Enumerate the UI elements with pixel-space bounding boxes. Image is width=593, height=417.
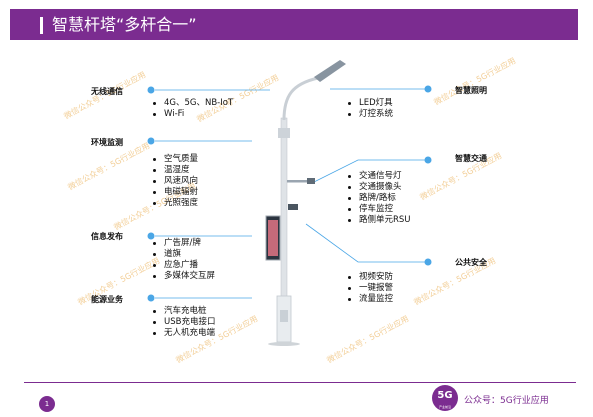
list-item: 一键报警 (347, 283, 393, 294)
category-environment-label: 环境监测 (91, 138, 123, 147)
connector-dot (424, 85, 432, 93)
lamp-arm (282, 76, 319, 121)
list-item: 风速风向 (152, 176, 198, 187)
category-info-label: 信息发布 (91, 232, 123, 241)
list-item: 路牌/路标 (347, 193, 411, 204)
list-item: 灯控系统 (347, 109, 393, 120)
category-wireless-list: 4G、5G、NB-IoT Wi-Fi (152, 98, 233, 120)
category-environment-list: 空气质量 温湿度 风速风向 电磁辐射 光照强度 (152, 154, 198, 209)
pole-shaft (280, 117, 288, 311)
header-accent-bar (40, 17, 43, 34)
list-item: 流量监控 (347, 294, 393, 305)
connector-dot (147, 294, 155, 302)
page-title: 智慧杆塔“多杆合一” (52, 15, 197, 34)
list-item: 光照强度 (152, 198, 198, 209)
camera-icon (307, 178, 315, 184)
list-item: 应急广播 (152, 260, 215, 271)
category-traffic-label: 智慧交通 (455, 154, 487, 163)
list-item: 多媒体交互屏 (152, 271, 215, 282)
connector-dot (147, 137, 155, 145)
list-item: LED灯具 (347, 98, 393, 109)
category-energy-label: 能源业务 (91, 295, 123, 304)
category-safety-label: 公共安全 (455, 258, 487, 267)
connector-dot (147, 232, 155, 240)
list-item: 广告屏/牌 (152, 238, 215, 249)
list-item: 视频安防 (347, 272, 393, 283)
category-traffic-list: 交通信号灯 交通摄像头 路牌/路标 停车监控 路侧单元RSU (347, 171, 411, 226)
list-item: 无人机充电端 (152, 328, 215, 339)
list-item: 电磁辐射 (152, 187, 198, 198)
header-banner: 智慧杆塔“多杆合一” (10, 9, 578, 40)
smart-pole-illustration (265, 60, 346, 346)
connector-dot (424, 156, 432, 164)
footer-account-text: 公众号：5G行业应用 (464, 396, 549, 406)
page-number: 1 (39, 396, 55, 412)
category-wireless-label: 无线通信 (91, 87, 123, 96)
camera-arm (287, 180, 309, 183)
list-item: 温湿度 (152, 165, 198, 176)
list-item: 交通摄像头 (347, 182, 411, 193)
charging-port (280, 310, 288, 322)
connector-lines (155, 88, 425, 299)
list-item: 4G、5G、NB-IoT (152, 98, 233, 109)
category-energy-list: 汽车充电桩 USB充电接口 无人机充电端 (152, 306, 215, 339)
connector-dot (424, 258, 432, 266)
category-info-list: 广告屏/牌 道旗 应急广播 多媒体交互屏 (152, 238, 215, 282)
list-item: Wi-Fi (152, 109, 233, 120)
category-safety-list: 视频安防 一键报警 流量监控 (347, 272, 393, 305)
list-item: USB充电接口 (152, 317, 215, 328)
5g-logo-icon: 5G (432, 385, 458, 411)
connector-line (305, 223, 425, 263)
list-item: 路侧单元RSU (347, 215, 411, 226)
list-item: 汽车充电桩 (152, 306, 215, 317)
lamp-head (314, 60, 346, 82)
list-item: 空气质量 (152, 154, 198, 165)
footer-divider (24, 382, 576, 383)
antenna-module (278, 128, 290, 138)
category-lighting-label: 智慧照明 (455, 86, 487, 95)
list-item: 交通信号灯 (347, 171, 411, 182)
display-screen-content (268, 220, 278, 256)
list-item: 停车监控 (347, 204, 411, 215)
5g-logo-subtext: 产业前沿 (438, 405, 451, 409)
list-item: 道旗 (152, 249, 215, 260)
connector-line (313, 159, 425, 183)
category-lighting-list: LED灯具 灯控系统 (347, 98, 393, 120)
connector-dots (147, 85, 432, 302)
sensor-box (288, 204, 298, 210)
ground-shadow (268, 342, 300, 346)
connector-dot (147, 86, 155, 94)
